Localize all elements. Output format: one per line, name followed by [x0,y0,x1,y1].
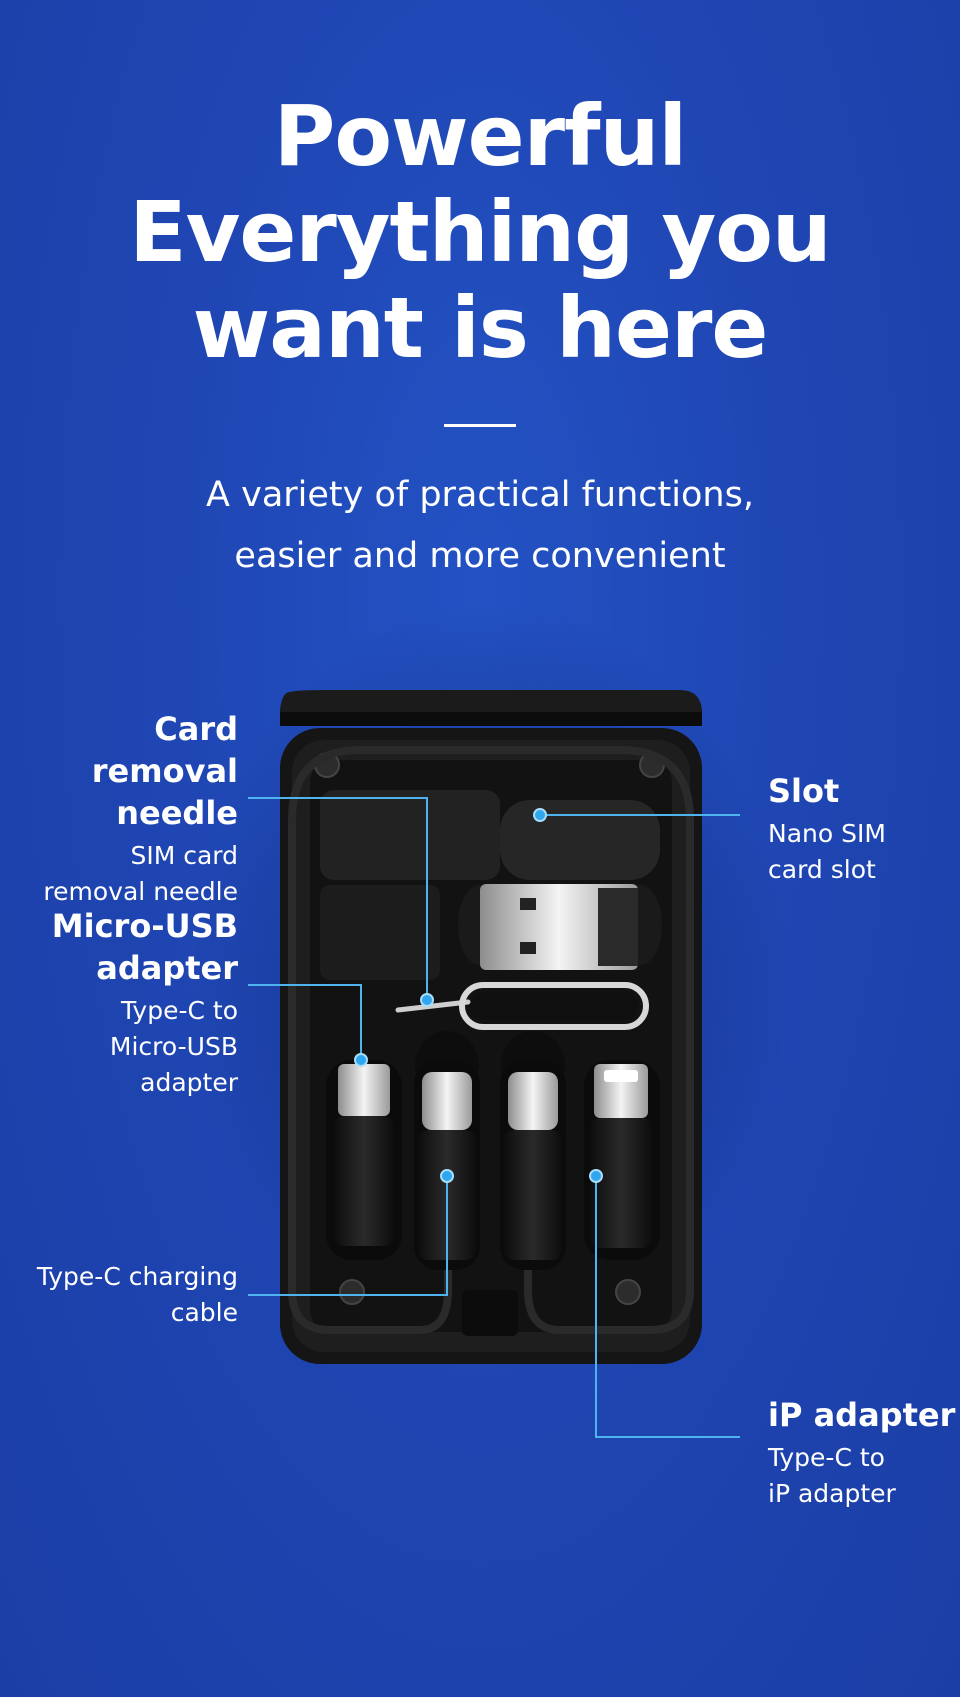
callout-ip-adapter-desc-2: iP adapter [768,1479,896,1508]
type-c-connector-2 [500,1031,566,1270]
callout-dot-slot [533,808,547,822]
callout-dot-charging-cable [440,1169,454,1183]
callout-slot-desc-2: card slot [768,855,876,884]
micro-usb-connector [326,1060,402,1260]
headline-line-1: Powerful [273,87,687,185]
callout-ip-adapter-title: iP adapter [768,1396,956,1434]
sim-slot-tray [320,790,500,880]
callout-line-card-removal [248,797,428,1000]
subheadline-line-2: easier and more convenient [234,536,726,576]
callout-dot-micro-usb [354,1053,368,1067]
callout-micro-usb-title-1: Micro-USB [51,907,238,945]
headline-line-3: want is here [192,279,769,377]
callout-slot-desc-1: Nano SIM [768,819,886,848]
callout-line-micro-usb [248,984,362,1060]
callout-ip-adapter-desc-1: Type-C to [768,1443,885,1472]
callout-line-ip-adapter [595,1176,740,1438]
callout-slot-desc: Nano SIM card slot [768,816,886,888]
callout-card-removal-desc: SIM card removal needle [0,838,238,910]
callout-micro-usb-desc: Type-C to Micro-USB adapter [52,993,238,1101]
callout-charging-cable-desc-1: Type-C charging [36,1262,238,1291]
callout-card-removal-desc-1: SIM card [130,841,238,870]
callout-line-charging-cable [248,1176,448,1296]
callout-card-removal-title-2: needle [116,794,238,832]
callout-micro-usb-desc-2: Micro-USB [109,1032,238,1061]
callout-card-removal-title-1: Card removal [91,710,238,790]
cable-loop [288,746,694,1334]
callout-slot-title: Slot [768,772,840,810]
subheadline: A variety of practical functions, easier… [0,465,960,587]
sim-needle [395,999,471,1013]
callout-ip-adapter: iP adapter Type-C to iP adapter [768,1394,955,1512]
callout-dot-card-removal [420,993,434,1007]
callout-micro-usb-desc-1: Type-C to [121,996,238,1025]
headline: Powerful Everything you want is here [0,88,960,376]
callout-dot-ip-adapter [589,1169,603,1183]
callout-card-removal: Card removal needle SIM card removal nee… [0,708,238,910]
callout-slot: Slot Nano SIM card slot [768,770,886,888]
headline-line-2: Everything you [129,183,831,281]
callout-micro-usb-desc-3: adapter [140,1068,238,1097]
headline-divider [444,424,516,427]
subheadline-line-1: A variety of practical functions, [206,475,754,515]
callout-micro-usb: Micro-USB adapter Type-C to Micro-USB ad… [52,905,238,1101]
callout-charging-cable: Type-C charging cable [37,1259,238,1331]
callout-charging-cable-desc: Type-C charging cable [37,1259,238,1331]
callout-charging-cable-desc-2: cable [170,1298,238,1327]
ip-connector [584,1060,660,1260]
callout-micro-usb-title-2: adapter [96,949,238,987]
callout-ip-adapter-desc: Type-C to iP adapter [768,1440,955,1512]
callout-card-removal-desc-2: removal needle [43,877,238,906]
